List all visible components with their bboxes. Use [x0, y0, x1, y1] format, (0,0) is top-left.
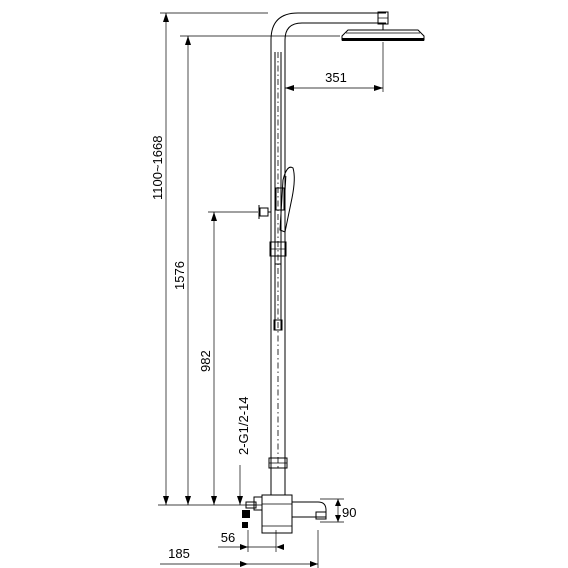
- arrow-mount-top: [185, 36, 191, 45]
- arrow-overall-top: [163, 13, 169, 22]
- label-spout-projection: 185: [168, 546, 190, 561]
- wall-connector-left: [242, 510, 250, 518]
- dim-spout-height: 90: [320, 498, 356, 523]
- hand-shower-face: [283, 175, 287, 211]
- arrow-outlet-bottom: [211, 496, 217, 505]
- arrow-offset-right: [276, 544, 284, 550]
- hand-shower-holder: [275, 187, 285, 211]
- arrow-spout-proj-left: [240, 561, 248, 567]
- shower-arm-inner: [284, 22, 386, 41]
- slider-knob: [274, 255, 282, 265]
- dimension-lines: 1100~1668 1576 982 2-G1/2-14: [150, 12, 384, 568]
- label-inlet-offset: 56: [221, 530, 235, 545]
- dim-inlet-offset: 56: [218, 530, 284, 552]
- wall-connector-bottom: [242, 522, 248, 528]
- spout-aerator: [315, 511, 327, 520]
- label-mount-height: 1576: [172, 261, 187, 290]
- label-inlet-thread: 2-G1/2-14: [236, 396, 251, 455]
- rail-bracket: [273, 319, 283, 331]
- label-overall-height: 1100~1668: [150, 136, 165, 200]
- mixer-body: [261, 494, 293, 534]
- dim-mount-height: 1576: [172, 35, 340, 505]
- shower-arm-outer: [270, 12, 386, 41]
- dim-head-projection: 351: [285, 42, 384, 92]
- mixer-handle-base: [253, 496, 262, 511]
- label-head-projection: 351: [325, 70, 347, 85]
- head-nozzle-plate: [342, 38, 424, 41]
- arrow-mount-bottom: [185, 496, 191, 505]
- arrow-overall-bottom: [163, 496, 169, 505]
- hand-shower: [279, 166, 295, 233]
- outlet-nut: [259, 207, 269, 217]
- arrow-inlet: [237, 496, 243, 505]
- label-spout-height: 90: [342, 505, 356, 520]
- dim-overall-height: 1100~1668: [150, 12, 268, 505]
- arrow-spout-bottom: [335, 515, 341, 522]
- dim-hand-shower-height: 982: [198, 211, 258, 505]
- dim-inlet-thread: 2-G1/2-14: [236, 396, 251, 505]
- bath-spout: [292, 501, 327, 518]
- label-hand-shower-height: 982: [198, 350, 213, 372]
- arrow-spout-top: [335, 499, 341, 506]
- arrow-outlet-top: [211, 212, 217, 221]
- arrow-projection-left: [285, 85, 294, 91]
- arrow-projection-right: [374, 85, 383, 91]
- arrow-spout-proj-right: [310, 561, 318, 567]
- shower-column: [242, 11, 425, 534]
- arrow-offset-left: [240, 544, 248, 550]
- dim-spout-projection: 185: [160, 530, 319, 568]
